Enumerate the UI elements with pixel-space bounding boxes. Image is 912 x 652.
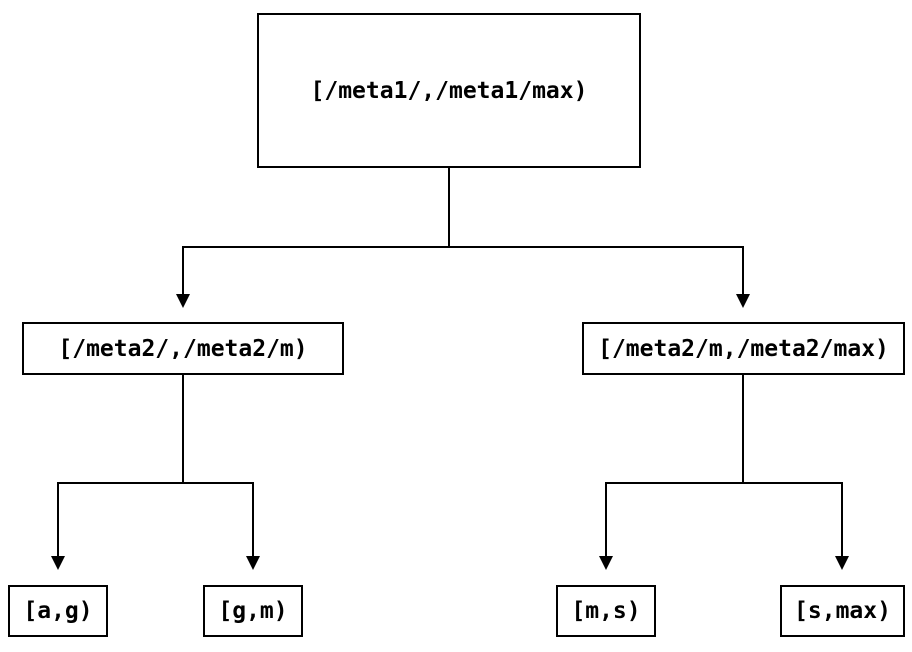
arrow-down-icon bbox=[835, 556, 849, 570]
node-leaf-ag: [a,g) bbox=[8, 585, 108, 637]
node-right-range: [/meta2/m,/meta2/max) bbox=[582, 322, 905, 375]
node-left-range: [/meta2/,/meta2/m) bbox=[22, 322, 344, 375]
arrow-down-icon bbox=[51, 556, 65, 570]
node-leaf-ms: [m,s) bbox=[556, 585, 656, 637]
arrow-down-icon bbox=[176, 294, 190, 308]
node-leaf-smax: [s,max) bbox=[780, 585, 905, 637]
arrow-down-icon bbox=[246, 556, 260, 570]
node-root-range: [/meta1/,/meta1/max) bbox=[257, 13, 641, 168]
arrow-down-icon bbox=[736, 294, 750, 308]
node-leaf-gm: [g,m) bbox=[203, 585, 303, 637]
arrow-down-icon bbox=[599, 556, 613, 570]
